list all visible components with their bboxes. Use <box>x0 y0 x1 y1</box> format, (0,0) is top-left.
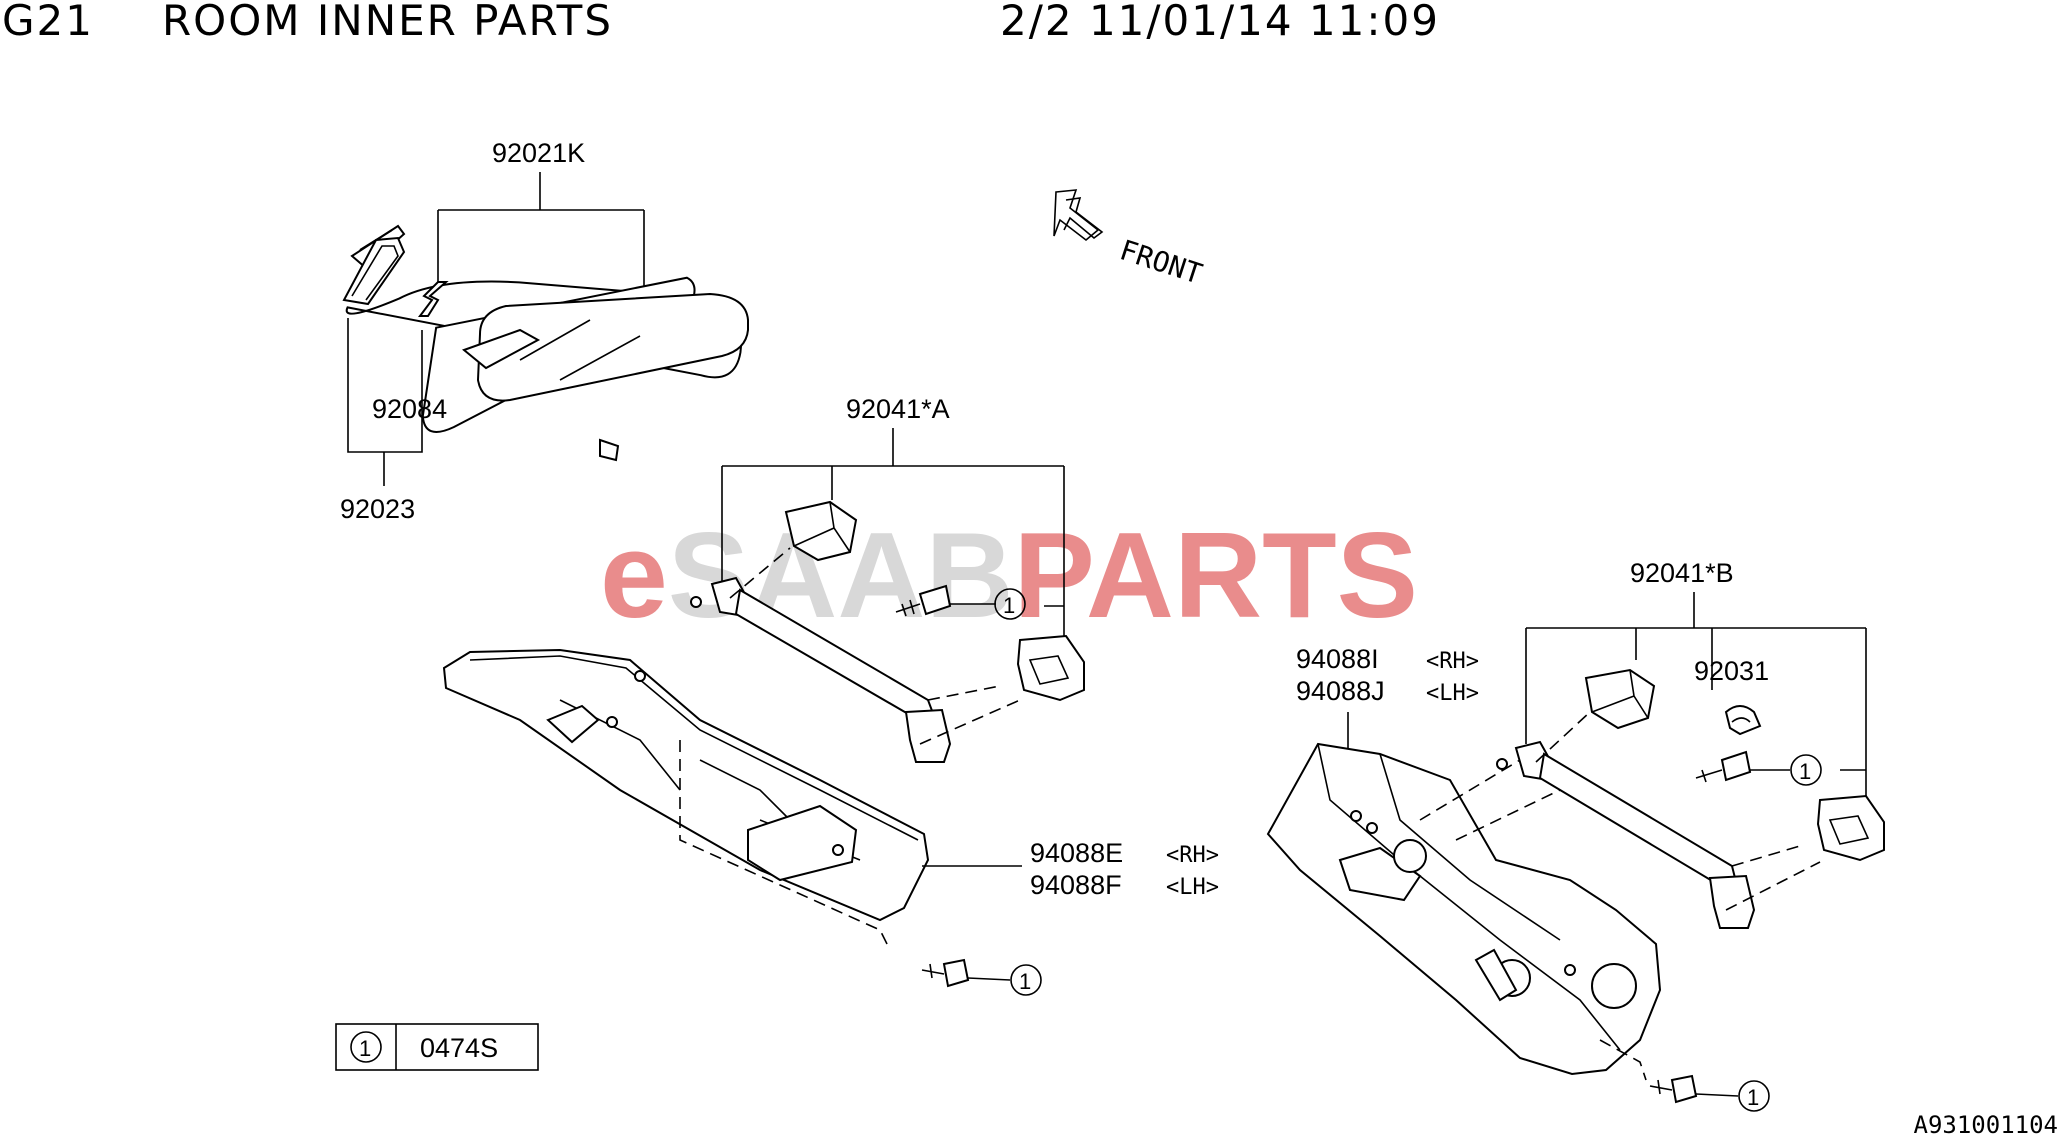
left-trim-panel-part <box>442 648 930 951</box>
svg-text:1: 1 <box>1019 969 1031 994</box>
svg-text:1: 1 <box>1747 1085 1759 1110</box>
label-94088e-side: <RH> <box>1166 843 1219 868</box>
leader-92041b <box>1525 592 1867 806</box>
leader-92023 <box>347 318 423 486</box>
mirror-part <box>345 224 749 462</box>
diagram-title: ROOM INNER PARTS <box>162 0 613 45</box>
screw-icon-b <box>1695 750 1790 783</box>
callout-1-left: 1 <box>1010 964 1042 996</box>
leader-92041a <box>721 428 1065 650</box>
label-92041a: 92041*A <box>846 394 950 424</box>
label-94088e: 94088E <box>1030 838 1123 868</box>
grip-b-part <box>1496 668 1885 929</box>
svg-text:1: 1 <box>1003 593 1015 618</box>
label-94088j-side: <LH> <box>1426 681 1479 706</box>
label-92021k: 92021K <box>492 138 585 168</box>
diagram-code: G21 <box>2 0 94 45</box>
leader-92021k <box>437 172 645 312</box>
svg-text:1: 1 <box>1799 759 1811 784</box>
front-arrow-icon <box>1053 189 1104 242</box>
label-94088j: 94088J <box>1296 676 1385 706</box>
page-info: 2/2 11/01/14 11:09 <box>1000 0 1440 45</box>
callout-1-a: 1 <box>994 588 1026 620</box>
screw-icon <box>895 584 996 617</box>
grip-a-part <box>690 500 1085 763</box>
label-94088i-side: <RH> <box>1426 649 1479 674</box>
legend-part: 0474S <box>420 1033 498 1063</box>
label-92041b: 92041*B <box>1630 558 1734 588</box>
right-trim-panel-part <box>1266 742 1662 1081</box>
label-94088i: 94088I <box>1296 644 1379 674</box>
mirror-base-part <box>418 281 449 317</box>
screw-icon-right <box>1649 1074 1739 1104</box>
callout-1-b: 1 <box>1790 754 1822 786</box>
label-92084: 92084 <box>372 394 447 424</box>
label-94088f: 94088F <box>1030 870 1122 900</box>
watermark-prefix: e <box>600 507 668 643</box>
clip-part <box>1724 705 1762 736</box>
watermark-suffix: PARTS <box>1014 507 1418 643</box>
label-92023: 92023 <box>340 494 415 524</box>
screw-icon-left <box>921 958 1011 988</box>
label-94088f-side: <LH> <box>1166 875 1219 900</box>
reference-code: A931001104 <box>1913 1111 2059 1139</box>
callout-1-right: 1 <box>1738 1080 1770 1112</box>
legend-number: 1 <box>359 1036 371 1061</box>
legend-box: 1 0474S <box>335 1023 539 1071</box>
label-92031: 92031 <box>1694 656 1769 686</box>
front-label: FRONT <box>1116 233 1206 290</box>
mirror-cover-part <box>342 236 406 306</box>
